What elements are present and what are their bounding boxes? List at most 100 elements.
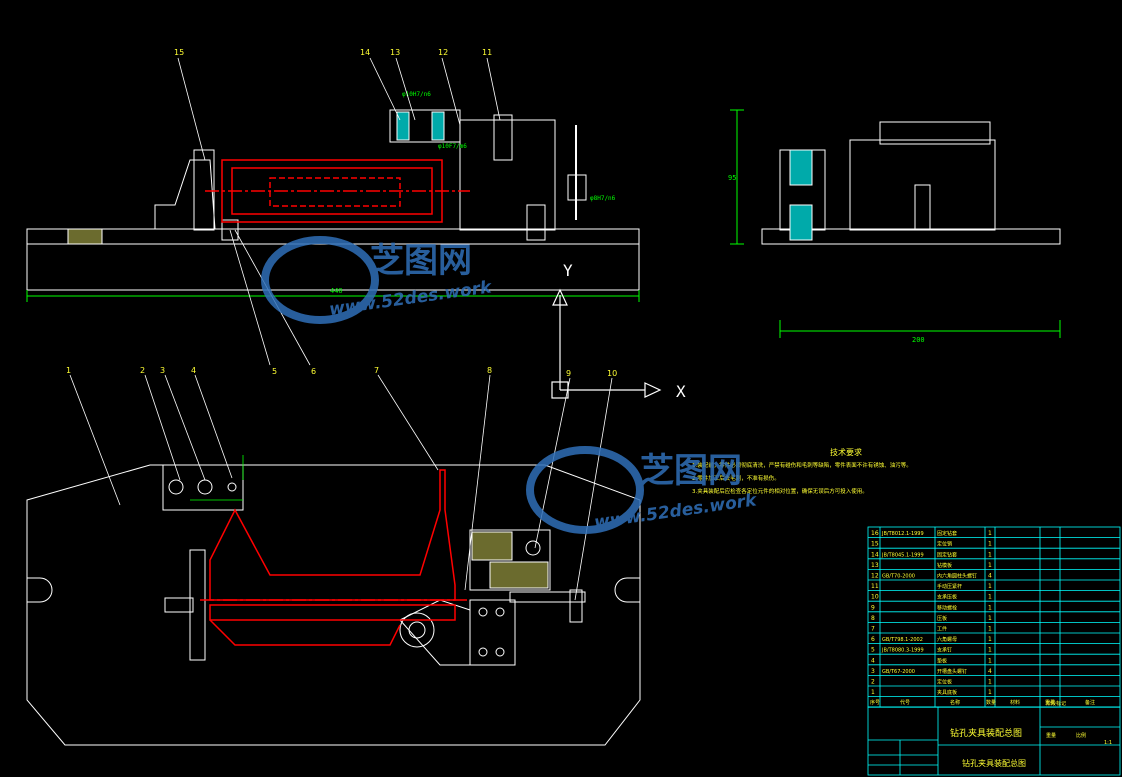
bom-header-weight: 重量	[1045, 699, 1055, 706]
balloon-11: 11	[482, 48, 492, 57]
bom-cell-qty: 1	[988, 657, 992, 664]
bom-cell-name: 支承压板	[937, 594, 957, 601]
bom-cell-code: GB/T70-2000	[882, 574, 915, 580]
clamp-arm	[399, 599, 471, 666]
base-plate	[26, 243, 640, 291]
eccentric-wheel	[399, 612, 435, 648]
bom-cell-qty: 4	[988, 668, 992, 675]
plan-dimension	[190, 455, 244, 501]
x-axis-arrow	[644, 382, 662, 398]
bom-cell-no: 5	[871, 647, 875, 654]
title-block-frame	[867, 706, 1121, 776]
bom-header-no: 序号	[870, 699, 880, 706]
bom-cell-code: GB/T67-2000	[882, 669, 915, 675]
bom-cell-code: JB/T8080.3-1999	[881, 648, 924, 654]
axis-indicator	[551, 288, 662, 399]
bom-cell-qty: 1	[988, 626, 992, 633]
bom-cell-qty: 1	[988, 530, 992, 537]
bom-cell-no: 15	[871, 541, 879, 548]
locating-bracket	[154, 159, 216, 230]
balloon-14: 14	[360, 48, 370, 57]
balloon-12: 12	[438, 48, 448, 57]
screw-head-1	[168, 479, 184, 495]
base-hatch	[67, 228, 103, 245]
bom-cell-no: 6	[871, 636, 875, 643]
screw-11	[493, 114, 513, 161]
balloon-7: 7	[374, 366, 379, 375]
drill-bush-left	[396, 111, 410, 141]
pin-hole	[227, 482, 237, 492]
bom-cell-name: 固定钻套	[937, 530, 957, 537]
front-view	[26, 109, 640, 291]
support-plate	[469, 599, 516, 666]
bom-cell-no: 16	[871, 530, 879, 537]
dim-side-height: 95	[728, 174, 736, 182]
end-stub	[164, 597, 194, 613]
bom-cell-no: 2	[871, 679, 875, 686]
screw-head-2	[197, 479, 213, 495]
side-view	[761, 121, 1061, 245]
bom-cell-qty: 1	[988, 615, 992, 622]
workpiece-front	[205, 159, 470, 223]
bom-cell-qty: 1	[988, 541, 992, 548]
watermark-globe-icon	[261, 236, 379, 324]
clamp-hatch-2	[489, 561, 549, 589]
end-flange	[189, 549, 206, 661]
dim-fit-b: φ10F7/m6	[438, 143, 467, 150]
bom-cell-name: 夹具底板	[937, 689, 957, 696]
bom-header-remark: 备注	[1085, 699, 1095, 706]
side-top	[879, 121, 991, 145]
clamp-hatch-1	[471, 531, 513, 561]
side-pin	[914, 184, 931, 231]
dim-fit-a: φ10H7/n6	[402, 91, 431, 98]
tech-req-line-3: 3.夹具装配后应检查各定位元件的相对位置，确保无误后方可投入使用。	[692, 487, 868, 495]
dim-front-length: 440	[330, 287, 343, 295]
workpiece-plan-shaft	[209, 604, 456, 621]
workpiece-hidden	[269, 177, 401, 207]
balloon-4: 4	[191, 366, 196, 375]
scale-label: 比例	[1076, 732, 1086, 739]
watermark-1: 芝图网 www.52des.work	[261, 236, 494, 324]
base-plate-plan	[26, 464, 641, 746]
bom-cell-no: 10	[871, 594, 879, 601]
workpiece-plan-lower	[209, 619, 401, 646]
balloon-2: 2	[140, 366, 145, 375]
bom-cell-code: GB/T798.1-2002	[882, 637, 923, 643]
bom-cell-no: 13	[871, 562, 879, 569]
bom-header-material: 材料	[1010, 699, 1020, 706]
bom-cell-name: 定位销	[937, 541, 952, 548]
bom-cell-no: 1	[871, 689, 875, 696]
balloon-9: 9	[566, 369, 571, 378]
bom-cell-qty: 1	[988, 594, 992, 601]
axis-origin	[551, 381, 569, 399]
screw-12	[526, 204, 546, 241]
side-base	[761, 228, 1061, 245]
drawing-title: 钻孔夹具装配总图	[950, 727, 1022, 739]
bom-header-code: 代号	[900, 699, 910, 706]
bom-cell-qty: 1	[988, 679, 992, 686]
watermark-url: www.52des.work	[593, 490, 759, 533]
bom-cell-code: JB/T8012.1-1999	[881, 531, 924, 537]
bom-cell-qty: 1	[988, 562, 992, 569]
balloon-6: 6	[311, 367, 316, 376]
drill-bush-right	[431, 111, 445, 141]
bom-table	[867, 526, 1121, 708]
bom-cell-name: 钻模板	[937, 562, 952, 569]
hole-3	[478, 647, 488, 657]
eccentric-hub	[408, 621, 426, 639]
tech-req-title: 技术要求	[830, 447, 862, 457]
side-bush-top	[789, 149, 813, 186]
moving-bolt	[509, 591, 586, 603]
watermark-brand: 芝图网	[640, 451, 742, 491]
balloon-1: 1	[66, 366, 71, 375]
weight-label: 重量	[1046, 732, 1056, 739]
bom-cell-no: 7	[871, 626, 875, 633]
front-dimension	[26, 290, 640, 302]
bom-cell-qty: 1	[988, 689, 992, 696]
locating-pin-body	[193, 149, 215, 231]
bom-cell-no: 3	[871, 668, 875, 675]
bom-cell-qty: 1	[988, 647, 992, 654]
workpiece-plan-outline	[209, 469, 456, 601]
slot-left	[27, 577, 53, 603]
